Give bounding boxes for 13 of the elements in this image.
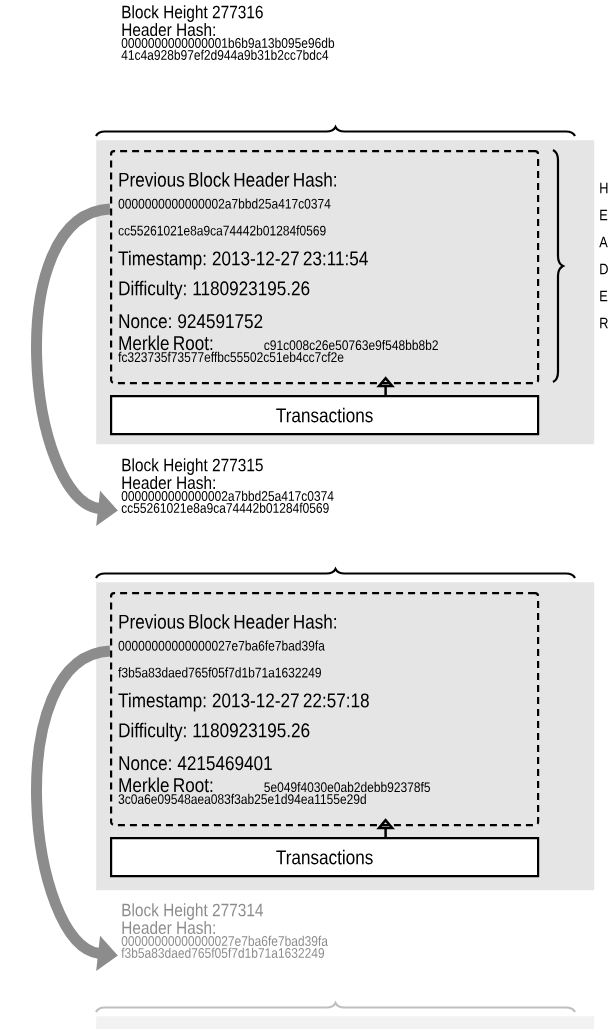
header-letter: H <box>600 182 608 194</box>
header-letter: E <box>600 209 608 221</box>
header-letter: D <box>600 263 608 275</box>
block-heading: Block Height 277314 Header Hash: 00000000000000027e7ba6fe7bad39fa f3b5a83daed765f05f7d1b71a1632249 <box>121 903 328 958</box>
transactions-box: Transactions <box>110 837 540 878</box>
block-heading: Block Height 277316 Header Hash: 0000000000000001b6b9a13b095e96db 41c4a928b97ef2d944a9b31b2cc7bdc4 <box>121 5 335 60</box>
header-letter: R <box>600 317 608 329</box>
header-box: Previous Block Header Hash: 0000000000000002a7bbd25a417c0374 cc55261021e8a9ca74442b01284f0569 Timestamp: 2013-12-27 23:11:54 Difficulty: 1180923195.26 Nonce: 924591752 Merkle Root: c91c008c26e50763e9f548bb8b2 fc323735f73577effbc55502c51eb4cc7cf2e <box>110 150 540 385</box>
header-box: Previous Block Header Hash: 00000000000000027e7ba6fe7bad39fa f3b5a83daed765f05f7d1b71a1632249 Timestamp: 2013-12-27 22:57:18 Difficulty: 1180923195.26 Nonce: 4215469401 Merkle Root: 5e049f4030e0ab2debb92378f5 3c0a6e09548aea083f3ab25e1d94ea1155e29d <box>110 592 540 827</box>
transactions-box: Transactions <box>110 395 540 436</box>
block-heading: Block Height 277315 Header Hash: 0000000000000002a7bbd25a417c0374 cc55261021e8a9ca74442b01284f0569 <box>121 458 334 513</box>
header-letter: A <box>599 236 608 248</box>
header-letter: E <box>600 290 608 302</box>
